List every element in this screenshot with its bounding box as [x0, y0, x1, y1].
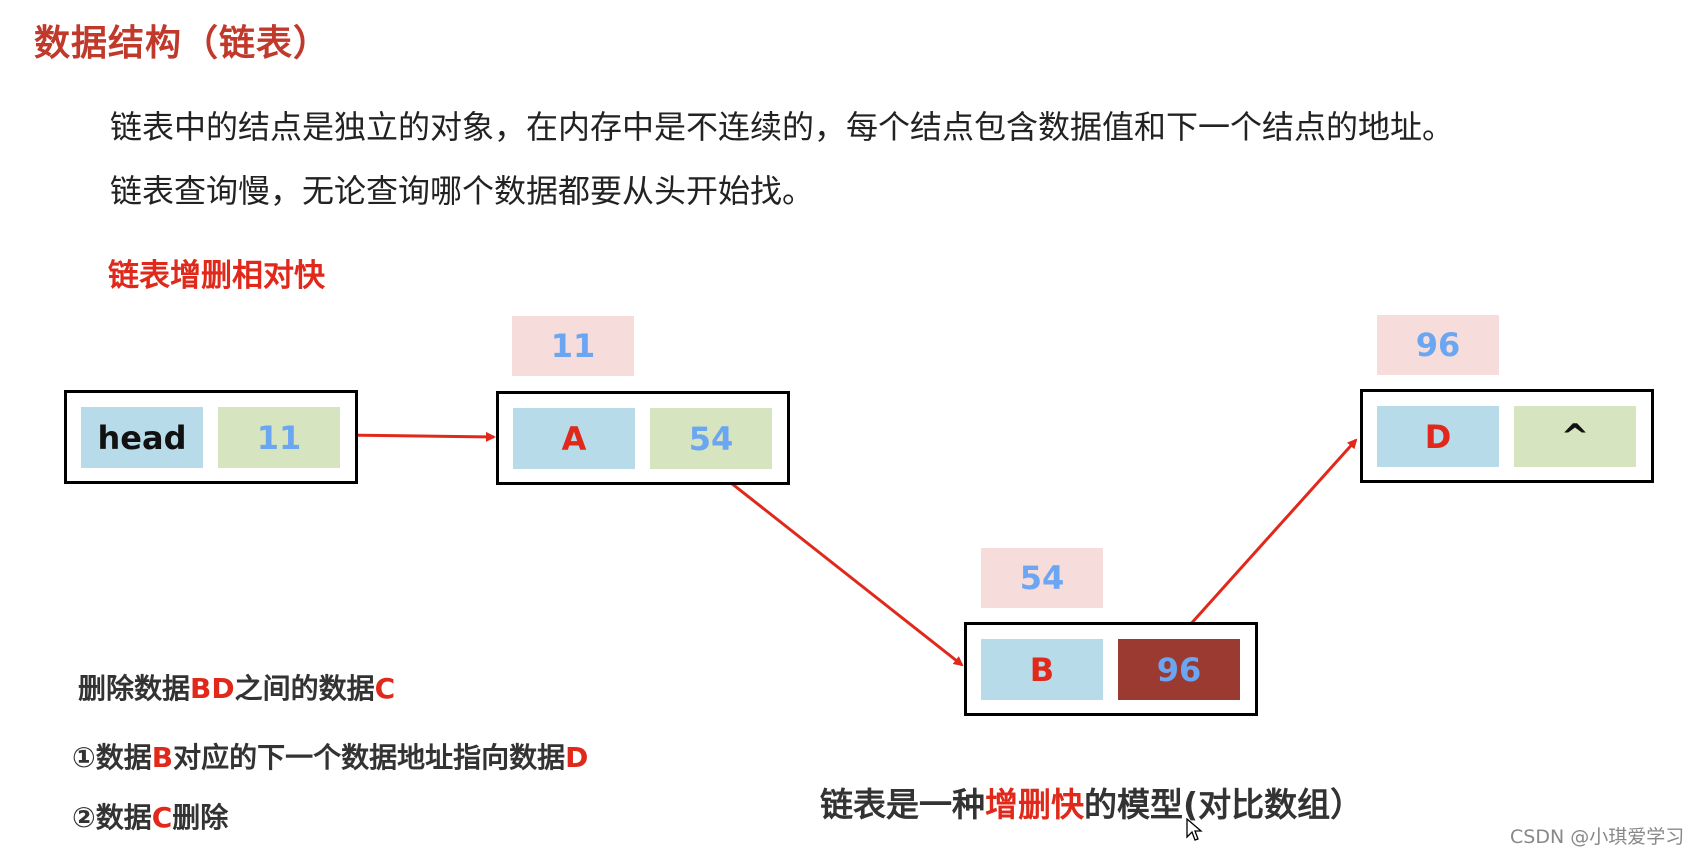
- note-line2-part1: ①数据: [72, 741, 152, 774]
- node-d: D ^: [1360, 389, 1654, 483]
- node-b-data-cell: B: [981, 639, 1103, 700]
- caption-part3: 的模型(对比数组）: [1084, 785, 1364, 824]
- watermark: CSDN @小琪爱学习: [1510, 826, 1685, 848]
- node-d-address: 96: [1377, 315, 1499, 375]
- arrow-a-to-b: [711, 466, 964, 667]
- note-line2-part4: D: [565, 741, 589, 774]
- node-a-address: 11: [512, 316, 634, 376]
- note-line3-part3: 删除: [172, 801, 229, 834]
- arrow-head-to-a: [339, 431, 496, 442]
- caption-part1: 链表是一种: [820, 785, 985, 824]
- head-next-cell: 11: [218, 407, 340, 468]
- head-data-cell: head: [81, 407, 203, 468]
- arrow-b-to-d: [1178, 438, 1358, 638]
- node-d-next-cell: ^: [1514, 406, 1636, 467]
- note-line1-part3: 之间的数据: [234, 672, 375, 705]
- note-step-1: ①数据B对应的下一个数据地址指向数据D: [72, 736, 588, 776]
- bottom-caption: 链表是一种增删快的模型(对比数组）: [820, 778, 1363, 826]
- section-subtitle: 链表增删相对快: [108, 258, 325, 294]
- paragraph-query: 链表查询慢，无论查询哪个数据都要从头开始找。: [110, 172, 815, 210]
- note-step-2: ②数据C删除: [72, 796, 228, 836]
- cursor-icon: [1186, 818, 1203, 841]
- note-line3-part2: C: [151, 801, 173, 834]
- note-line2-part2: B: [151, 741, 174, 774]
- node-b-address: 54: [981, 548, 1103, 608]
- note-delete-c: 删除数据BD之间的数据C: [78, 667, 395, 707]
- note-line1-part1: 删除数据: [78, 672, 191, 705]
- node-d-data-cell: D: [1377, 406, 1499, 467]
- caption-part2: 增删快: [985, 785, 1084, 824]
- note-line2-part3: 对应的下一个数据地址指向数据: [173, 741, 566, 774]
- paragraph-intro: 链表中的结点是独立的对象，在内存中是不连续的，每个结点包含数据值和下一个结点的地…: [110, 108, 1455, 146]
- page-title: 数据结构（链表）: [34, 23, 331, 64]
- note-line1-part4: C: [374, 672, 396, 705]
- note-line3-part1: ②数据: [72, 801, 152, 834]
- node-b-next-cell: 96: [1118, 639, 1240, 700]
- note-line1-part2: BD: [190, 672, 235, 705]
- node-a-data-cell: A: [513, 408, 635, 469]
- node-a-next-cell: 54: [650, 408, 772, 469]
- node-head: head 11: [64, 390, 358, 484]
- node-a: A 54: [496, 391, 790, 485]
- node-b: B 96: [964, 622, 1258, 716]
